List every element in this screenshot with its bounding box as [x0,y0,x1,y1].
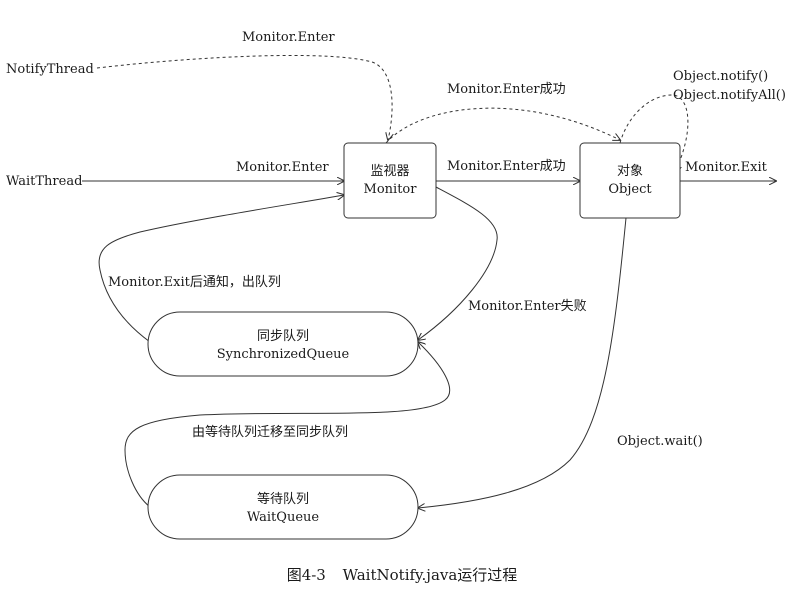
edge-enter-success-arc [385,107,620,144]
wait-queue-label-cn: 等待队列 [257,491,309,507]
edge-label-notify-all: Object.notifyAll() [673,88,786,103]
edge-label-enter-fail: Monitor.Enter失败 [468,299,587,314]
wait-queue-node [147,474,419,540]
edge-notify-to-monitor [96,54,392,140]
wait-thread-label: WaitThread [6,174,82,189]
edge-label-notify: Object.notify() [673,69,768,84]
monitor-label-en: Monitor [364,182,418,197]
figure-title: WaitNotify.java运行过程 [343,566,518,584]
edge-label-monitor-exit: Monitor.Exit [685,160,768,175]
edge-label-enter-success: Monitor.Enter成功 [447,159,566,174]
object-label-en: Object [608,182,652,197]
edge-label-exit-notify: Monitor.Exit后通知，出队列 [108,274,281,290]
edge-object-notify-loop [619,94,689,172]
monitor-label-cn: 监视器 [370,164,409,179]
edge-label-object-wait: Object.wait() [617,434,703,449]
sync-queue-label-en: SynchronizedQueue [217,347,350,362]
edge-label-notify-enter: Monitor.Enter [242,30,335,45]
edge-label-move-queue: 由等待队列迁移至同步队列 [192,424,348,440]
edge-object-wait [418,217,627,508]
notify-thread-label: NotifyThread [6,62,94,77]
monitor-node [343,142,437,219]
edge-enter-fail [418,186,498,340]
edge-label-wait-enter: Monitor.Enter [236,160,329,175]
sync-queue-node [147,311,419,377]
sync-queue-label-cn: 同步队列 [257,329,309,344]
edge-move-queue [124,342,451,508]
edge-exit-notify [98,195,344,343]
wait-queue-label-en: WaitQueue [247,510,319,525]
figure-number: 图4-3 [287,566,326,584]
edge-label-enter-success-arc: Monitor.Enter成功 [447,82,566,97]
object-label-cn: 对象 [617,164,643,179]
figure-caption: 图4-3 WaitNotify.java运行过程 [287,566,518,584]
object-node [579,142,681,219]
